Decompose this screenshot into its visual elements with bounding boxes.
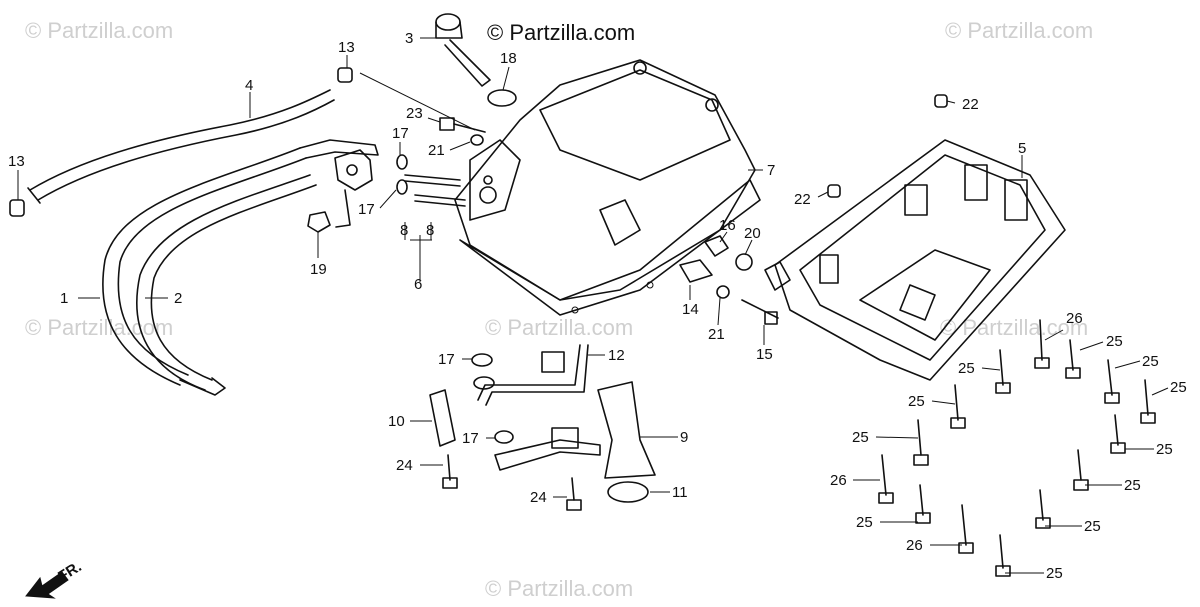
callout-8: 8	[400, 222, 408, 239]
callout-numbers: 1 2 3 4 5 6 7 8 8 9 10 11 12 13 13 14 15…	[8, 30, 1187, 582]
callout-26: 26	[906, 537, 923, 554]
watermark: © Partzilla.com	[945, 18, 1093, 43]
callout-9: 9	[680, 429, 688, 446]
callout-25: 25	[958, 360, 975, 377]
bolt-15	[741, 299, 779, 319]
grommet-17	[494, 430, 514, 444]
callout-5: 5	[1018, 140, 1026, 157]
callout-25: 25	[1156, 441, 1173, 458]
o-ring-18	[487, 89, 517, 107]
callout-21: 21	[708, 326, 725, 343]
bolt-14	[679, 259, 713, 283]
callout-23: 23	[406, 105, 423, 122]
callout-4: 4	[245, 77, 253, 94]
callout-25: 25	[1170, 379, 1187, 396]
washer-20	[735, 253, 753, 271]
callout-11: 11	[672, 484, 688, 501]
watermark: © Partzilla.com	[485, 576, 633, 601]
callout-16: 16	[719, 217, 736, 234]
drain-bolt-16	[704, 235, 729, 257]
oil-pipe-12	[473, 344, 589, 406]
callout-25: 25	[852, 429, 869, 446]
watermark: © Partzilla.com	[25, 315, 173, 340]
callout-13: 13	[8, 153, 25, 170]
watermark: © Partzilla.com	[485, 315, 633, 340]
pan-bolts	[878, 319, 1156, 577]
callout-21: 21	[428, 142, 445, 159]
callout-24: 24	[530, 489, 547, 506]
oil-pan-upper-7	[454, 59, 761, 316]
oil-strainer-9	[494, 381, 656, 503]
oil-hose-4	[27, 89, 335, 204]
dowel-22	[934, 94, 948, 108]
callout-17: 17	[462, 430, 479, 447]
seal-11	[607, 481, 649, 503]
callout-13: 13	[338, 39, 355, 56]
nut-19	[307, 211, 331, 233]
washer-17	[396, 154, 408, 170]
callout-2: 2	[174, 290, 182, 307]
bolt-23	[439, 117, 486, 133]
callout-17: 17	[358, 201, 375, 218]
hose-joint-block	[334, 149, 373, 228]
callout-1: 1	[60, 290, 68, 307]
dowel-22	[827, 184, 841, 198]
callout-17: 17	[392, 125, 409, 142]
hose-clamp-13	[9, 67, 353, 217]
callout-22: 22	[794, 191, 811, 208]
watermark: © Partzilla.com	[940, 315, 1088, 340]
grommet-17	[471, 353, 493, 367]
callout-17: 17	[438, 351, 455, 368]
callout-6: 6	[414, 276, 422, 293]
callout-25: 25	[1106, 333, 1123, 350]
callout-25: 25	[856, 514, 873, 531]
callout-20: 20	[744, 225, 761, 242]
callout-24: 24	[396, 457, 413, 474]
stud-bolt-8	[404, 174, 466, 207]
callout-19: 19	[310, 261, 327, 278]
callout-22: 22	[962, 96, 979, 113]
callout-25: 25	[1046, 565, 1063, 582]
callout-7: 7	[767, 162, 775, 179]
bolt-24	[442, 454, 582, 511]
washer-21	[470, 134, 484, 146]
watermark: © Partzilla.com	[25, 18, 173, 43]
callout-14: 14	[682, 301, 699, 318]
bolt-15-head	[764, 311, 778, 325]
callout-3: 3	[405, 30, 413, 47]
callout-25: 25	[1124, 477, 1141, 494]
oil-filler-cap-3	[435, 13, 491, 87]
oil-hose-2	[136, 174, 317, 396]
callout-26: 26	[1066, 310, 1083, 327]
callout-26: 26	[830, 472, 847, 489]
washer-17	[396, 179, 408, 195]
oil-pan-lower-5	[764, 139, 1066, 381]
bracket-10	[429, 389, 456, 447]
callout-25: 25	[1142, 353, 1159, 370]
leader-lines	[17, 37, 1023, 498]
callout-12: 12	[608, 347, 625, 364]
front-direction-arrow	[25, 571, 69, 599]
washer-21	[716, 285, 730, 299]
callout-10: 10	[388, 413, 405, 430]
callout-25: 25	[1084, 518, 1101, 535]
oil-hose-1	[102, 139, 379, 386]
bolt-leader-lines	[853, 329, 1169, 574]
callout-8: 8	[426, 222, 434, 239]
brand-watermark: © Partzilla.com	[487, 20, 635, 45]
callout-18: 18	[500, 50, 517, 67]
callout-25: 25	[908, 393, 925, 410]
callout-15: 15	[756, 346, 773, 363]
